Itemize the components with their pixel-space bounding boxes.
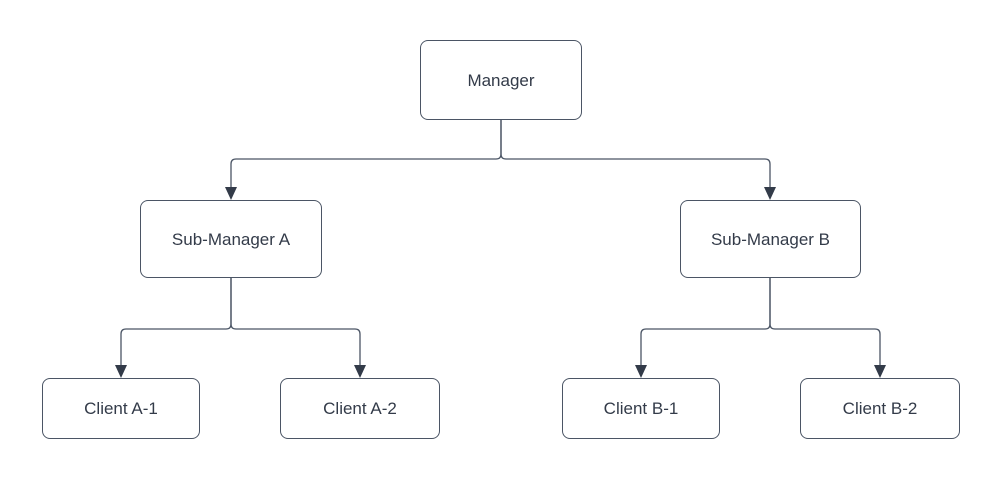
- arrowhead-icon: [354, 365, 366, 378]
- connector-sub-b-to-client-b1: [635, 278, 771, 378]
- node-client-b2-label: Client B-2: [842, 399, 918, 418]
- arrowhead-icon: [225, 187, 237, 200]
- node-sub-manager-b-label: Sub-Manager B: [710, 229, 831, 249]
- arrowhead-icon: [874, 365, 886, 378]
- connector-manager-to-sub-b: [500, 120, 776, 200]
- arrowhead-icon: [764, 187, 776, 200]
- node-manager: Manager: [420, 40, 582, 120]
- node-client-a1-label: Client A-1: [84, 399, 158, 418]
- node-client-b1-label: Client B-1: [603, 399, 679, 418]
- node-client-a2-label: Client A-2: [323, 399, 397, 418]
- node-client-a2: Client A-2: [280, 378, 440, 439]
- node-sub-manager-b: Sub-Manager B: [680, 200, 861, 278]
- node-client-a1: Client A-1: [42, 378, 200, 439]
- connector-sub-b-to-client-b2: [769, 278, 886, 378]
- arrowhead-icon: [635, 365, 647, 378]
- arrowhead-icon: [115, 365, 127, 378]
- connector-sub-a-to-client-a2: [230, 278, 366, 378]
- node-sub-manager-a: Sub-Manager A: [140, 200, 322, 278]
- node-manager-label: Manager: [467, 70, 535, 90]
- node-client-b2: Client B-2: [800, 378, 960, 439]
- node-sub-manager-a-label: Sub-Manager A: [171, 229, 291, 249]
- connector-sub-a-to-client-a1: [115, 278, 232, 378]
- node-client-b1: Client B-1: [562, 378, 720, 439]
- connector-manager-to-sub-a: [225, 120, 502, 200]
